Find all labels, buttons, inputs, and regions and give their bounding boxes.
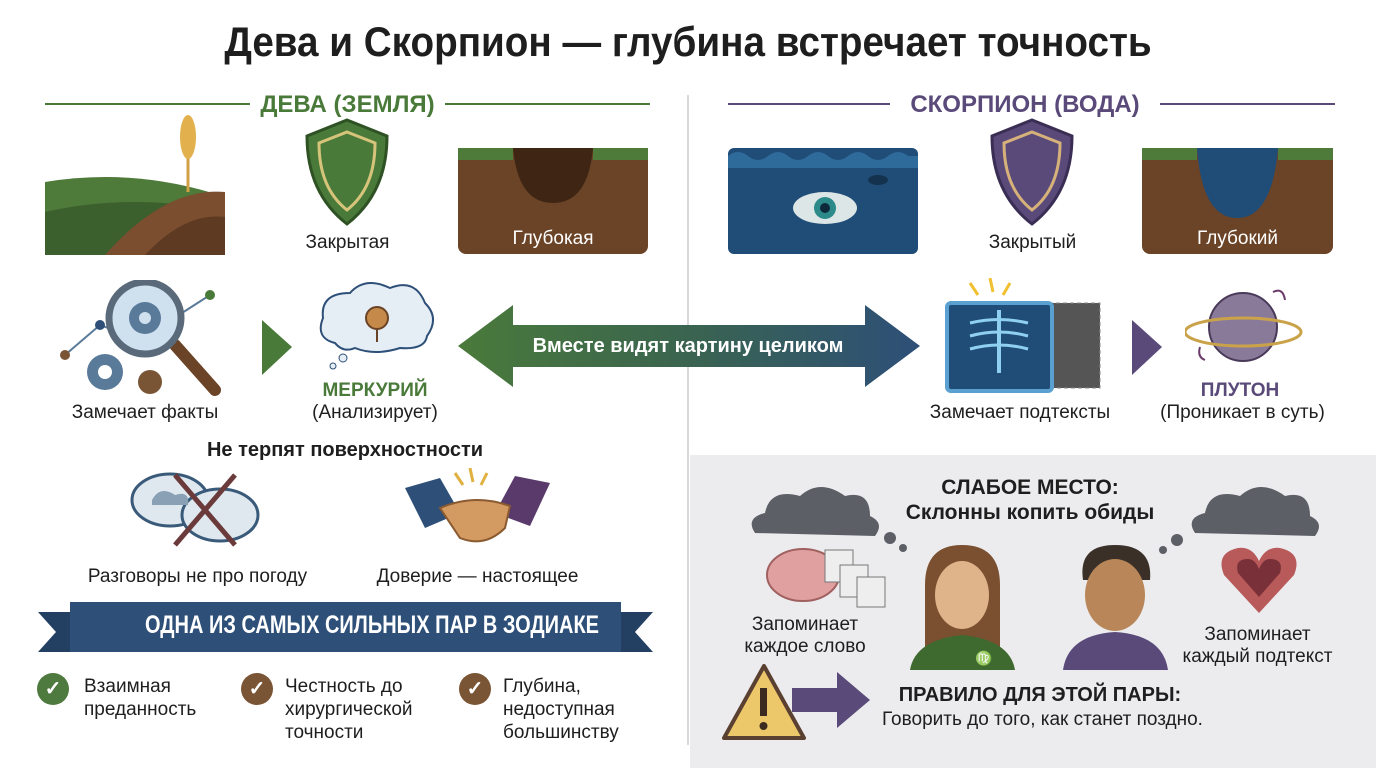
storm-cloud-icon — [1159, 487, 1319, 554]
check-icon: ✓ — [37, 673, 69, 705]
virgo-facts-label: Замечает факты — [71, 402, 219, 423]
rule-text: Говорить до того, как станет поздно. — [882, 709, 1203, 730]
virgo-header: ДЕВА (ЗЕМЛЯ) — [260, 91, 435, 118]
shared-heading: Не терпят поверхностности — [206, 439, 484, 461]
divider-line — [728, 103, 890, 105]
page-title: Дева и Скорпион — глубина встречает точн… — [224, 18, 1152, 65]
check-text: Честность до хирургической точности — [285, 676, 413, 743]
banner-text: ОДНА ИЗ САМЫХ СИЛЬНЫХ ПАР В ЗОДИАКЕ — [145, 611, 600, 639]
scorpio-pit-label: Глубокий — [1196, 228, 1278, 249]
mercury-label: МЕРКУРИЙ — [322, 380, 428, 401]
check-text: Глубина, недоступная большинству — [503, 676, 619, 743]
weak-title: СЛАБОЕ МЕСТО: — [941, 476, 1119, 499]
check-text: Взаимная преданность — [84, 676, 197, 720]
triangle-arrow-icon — [1132, 320, 1162, 375]
virgo-pit-label: Глубокая — [512, 228, 594, 249]
deep-water-pit-icon — [1142, 148, 1333, 254]
mercury-thought-cloud-icon — [319, 282, 434, 370]
heart-icon — [1221, 547, 1297, 613]
divider-line — [1160, 103, 1335, 105]
divider-line — [445, 103, 650, 105]
xray-icon — [945, 278, 1101, 393]
crossed-weather-icon — [130, 472, 260, 547]
check-icon: ✓ — [459, 673, 491, 705]
banner-ribbon — [38, 602, 653, 652]
brain-scrolls-icon — [766, 548, 886, 608]
arrow-text: Вместе видят картину целиком — [532, 335, 844, 357]
shield-icon — [990, 118, 1074, 226]
field-wheat-icon — [45, 115, 225, 255]
trust-label: Доверие — настоящее — [376, 566, 579, 587]
pluto-desc: (Проникает в суть) — [1160, 402, 1325, 423]
weak-subtitle: Склонны копить обиды — [905, 501, 1155, 524]
storm-cloud-icon — [751, 487, 907, 552]
weather-label: Разговоры не про погоду — [87, 566, 308, 587]
mercury-desc: (Анализирует) — [312, 402, 438, 423]
magnifier-gears-icon — [60, 280, 221, 396]
svg-text:♍: ♍ — [975, 650, 992, 667]
divider — [687, 95, 689, 745]
man-avatar — [1063, 545, 1168, 670]
check-icon: ✓ — [241, 673, 273, 705]
water-eye-icon — [728, 148, 918, 254]
pluto-planet-icon — [1185, 289, 1303, 362]
warning-arrow-icon — [722, 664, 870, 740]
divider-line — [45, 103, 250, 105]
rule-title: ПРАВИЛО ДЛЯ ЭТОЙ ПАРЫ: — [898, 684, 1182, 706]
handshake-icon — [405, 468, 550, 543]
scorpio-header: СКОРПИОН (ВОДА) — [910, 91, 1140, 118]
scorpio-shield-label: Закрытый — [988, 232, 1077, 253]
virgo-shield-label: Закрытая — [305, 232, 390, 253]
pluto-label: ПЛУТОН — [1200, 380, 1280, 401]
shield-icon — [305, 118, 389, 226]
triangle-arrow-icon — [262, 320, 292, 375]
woman-avatar: ♍ — [910, 545, 1015, 670]
scorpio-subtext-label: Замечает подтексты — [929, 402, 1111, 423]
deep-pit-icon — [458, 148, 648, 254]
double-arrow — [458, 305, 920, 387]
weak-right-label: Запоминает каждый подтекст — [1182, 624, 1333, 667]
weak-left-label: Запоминает каждое слово — [744, 614, 866, 657]
